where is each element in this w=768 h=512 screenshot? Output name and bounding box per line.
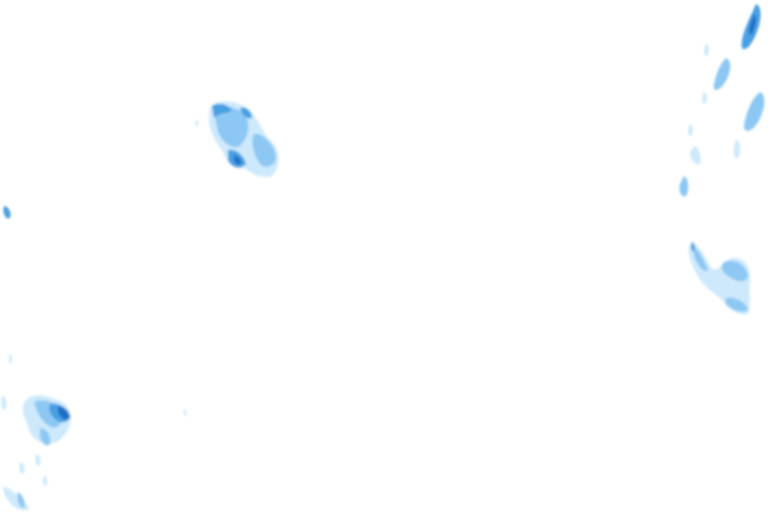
precip-cell-left-edge bbox=[3, 120, 199, 416]
precip-cell-upper-right bbox=[679, 4, 765, 197]
precip-cell-right-middle bbox=[688, 242, 751, 315]
precip-cell-upper-center bbox=[208, 101, 279, 178]
precip-cell-lower-left bbox=[1, 354, 71, 511]
